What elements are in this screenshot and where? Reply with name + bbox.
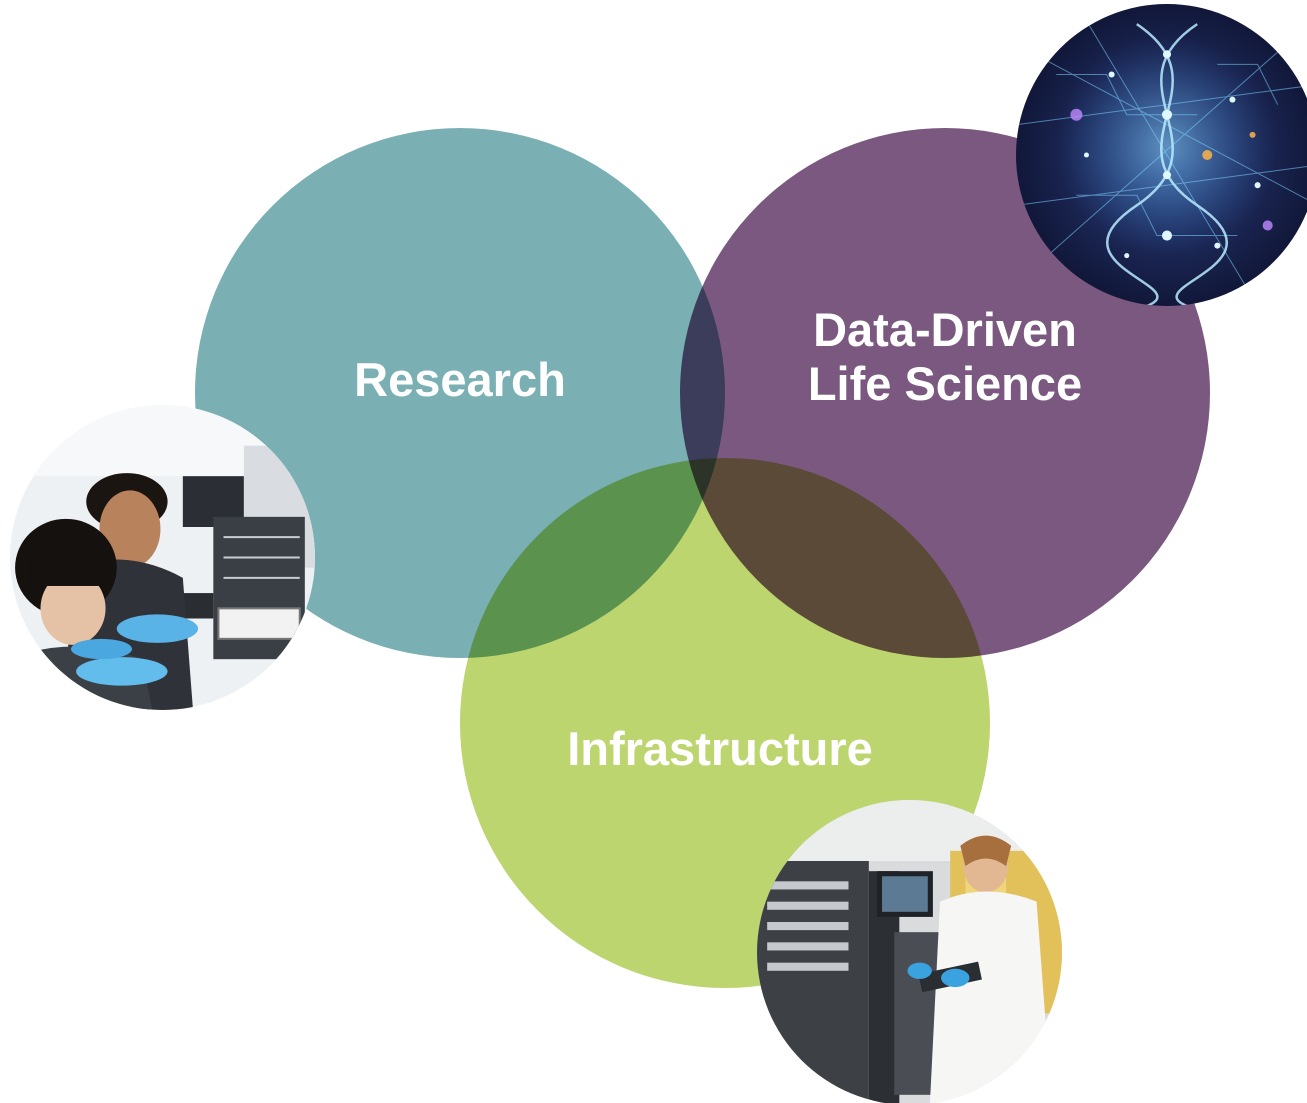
ddls-label-line-1: Data-Driven [813,303,1077,356]
ddls-label-line-2: Life Science [807,357,1083,411]
data-driven-life-science-label: Data-Driven Life Science [760,303,1130,411]
dna-network-icon [1016,4,1307,306]
research-label: Research [354,353,566,406]
lab-technician-photo-icon [757,800,1062,1103]
researchers-photo-icon [10,405,315,710]
infrastructure-label: Infrastructure [567,722,873,775]
